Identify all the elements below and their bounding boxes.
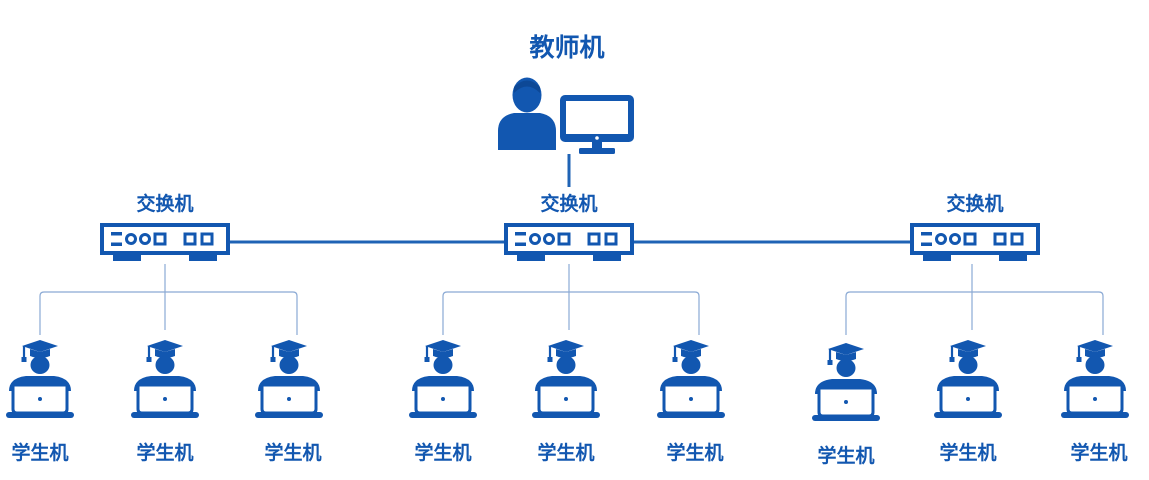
student-label: 学生机: [11, 441, 68, 464]
student-laptop-icon: [4, 338, 76, 420]
teacher-with-monitor-icon: [498, 77, 634, 154]
student-laptop-icon: [530, 338, 602, 420]
branch-connectors-group-1: [39, 264, 298, 335]
switch-label: 交换机: [540, 192, 597, 215]
network-switch-icon: [504, 223, 634, 263]
student-label: 学生机: [537, 441, 594, 464]
student-node-8: 学生机: [932, 338, 1004, 464]
teacher-node: 教师机: [498, 33, 634, 154]
student-node-7: 学生机: [810, 341, 882, 467]
student-node-2: 学生机: [129, 338, 201, 464]
student-laptop-icon: [932, 338, 1004, 420]
network-switch-icon: [100, 223, 230, 263]
student-laptop-icon: [1059, 338, 1131, 420]
student-laptop-icon: [253, 338, 325, 420]
branch-connectors-group-3: [845, 264, 1104, 335]
switch-node-2: 交换机: [504, 192, 634, 263]
student-label: 学生机: [264, 441, 321, 464]
student-node-1: 学生机: [4, 338, 76, 464]
student-label: 学生机: [939, 441, 996, 464]
branch-connectors-group-2: [442, 264, 700, 335]
student-label: 学生机: [414, 441, 471, 464]
student-laptop-icon: [129, 338, 201, 420]
student-laptop-icon: [655, 338, 727, 420]
student-label: 学生机: [136, 441, 193, 464]
switch-label: 交换机: [946, 192, 1003, 215]
student-node-9: 学生机: [1059, 338, 1131, 464]
student-node-5: 学生机: [530, 338, 602, 464]
student-node-4: 学生机: [407, 338, 479, 464]
teacher-label: 教师机: [529, 33, 604, 62]
switch-label: 交换机: [136, 192, 193, 215]
student-label: 学生机: [817, 444, 874, 467]
student-node-6: 学生机: [655, 338, 727, 464]
switch-node-3: 交换机: [910, 192, 1040, 263]
student-laptop-icon: [810, 341, 882, 423]
student-laptop-icon: [407, 338, 479, 420]
student-label: 学生机: [1070, 441, 1127, 464]
student-label: 学生机: [666, 441, 723, 464]
student-node-3: 学生机: [253, 338, 325, 464]
switch-node-1: 交换机: [100, 192, 230, 263]
network-switch-icon: [910, 223, 1040, 263]
